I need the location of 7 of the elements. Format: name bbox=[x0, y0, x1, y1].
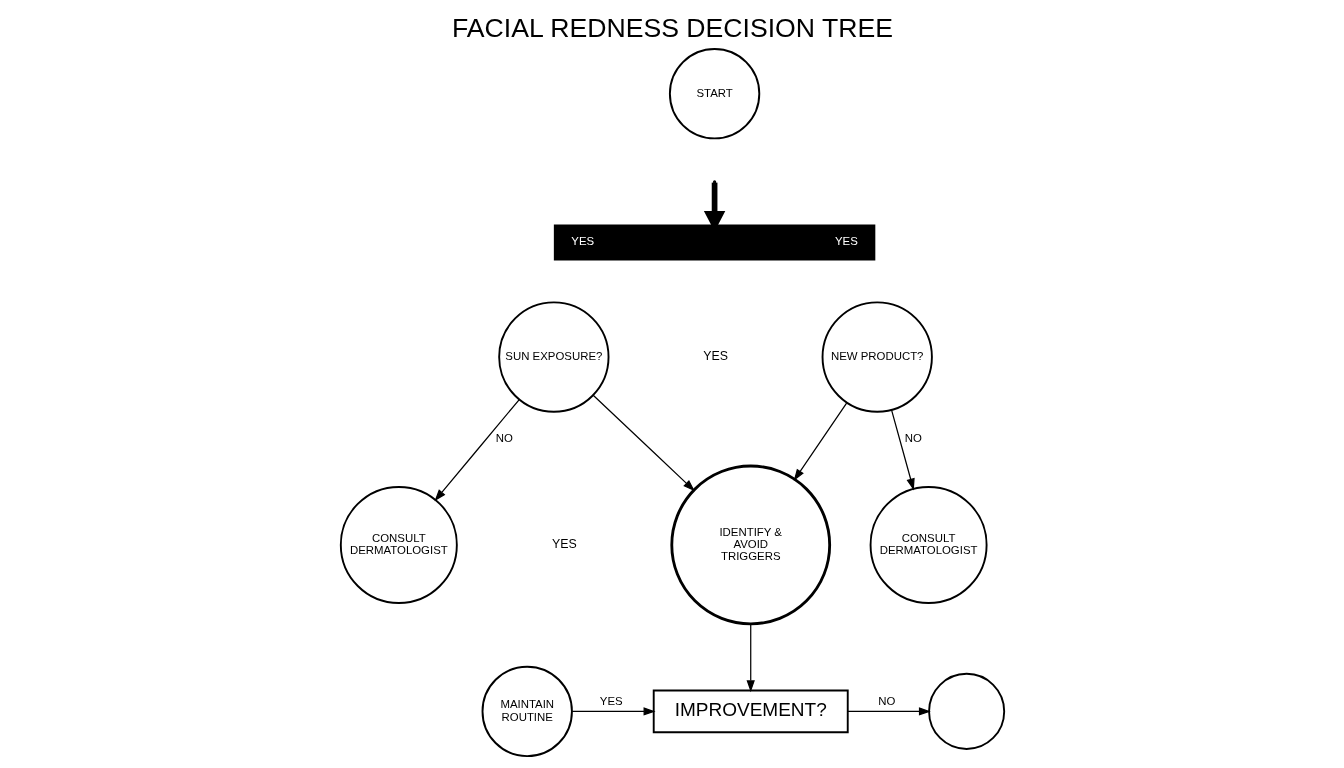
edge-label: NO bbox=[904, 431, 922, 444]
edge-label: YES bbox=[599, 695, 623, 708]
label: YES bbox=[702, 349, 728, 364]
label: YES bbox=[551, 537, 577, 552]
diagram-title: FACIAL REDNESS DECISION TREE bbox=[451, 13, 893, 44]
edge-label: NO bbox=[495, 431, 513, 444]
edge-label: NO bbox=[877, 695, 895, 708]
